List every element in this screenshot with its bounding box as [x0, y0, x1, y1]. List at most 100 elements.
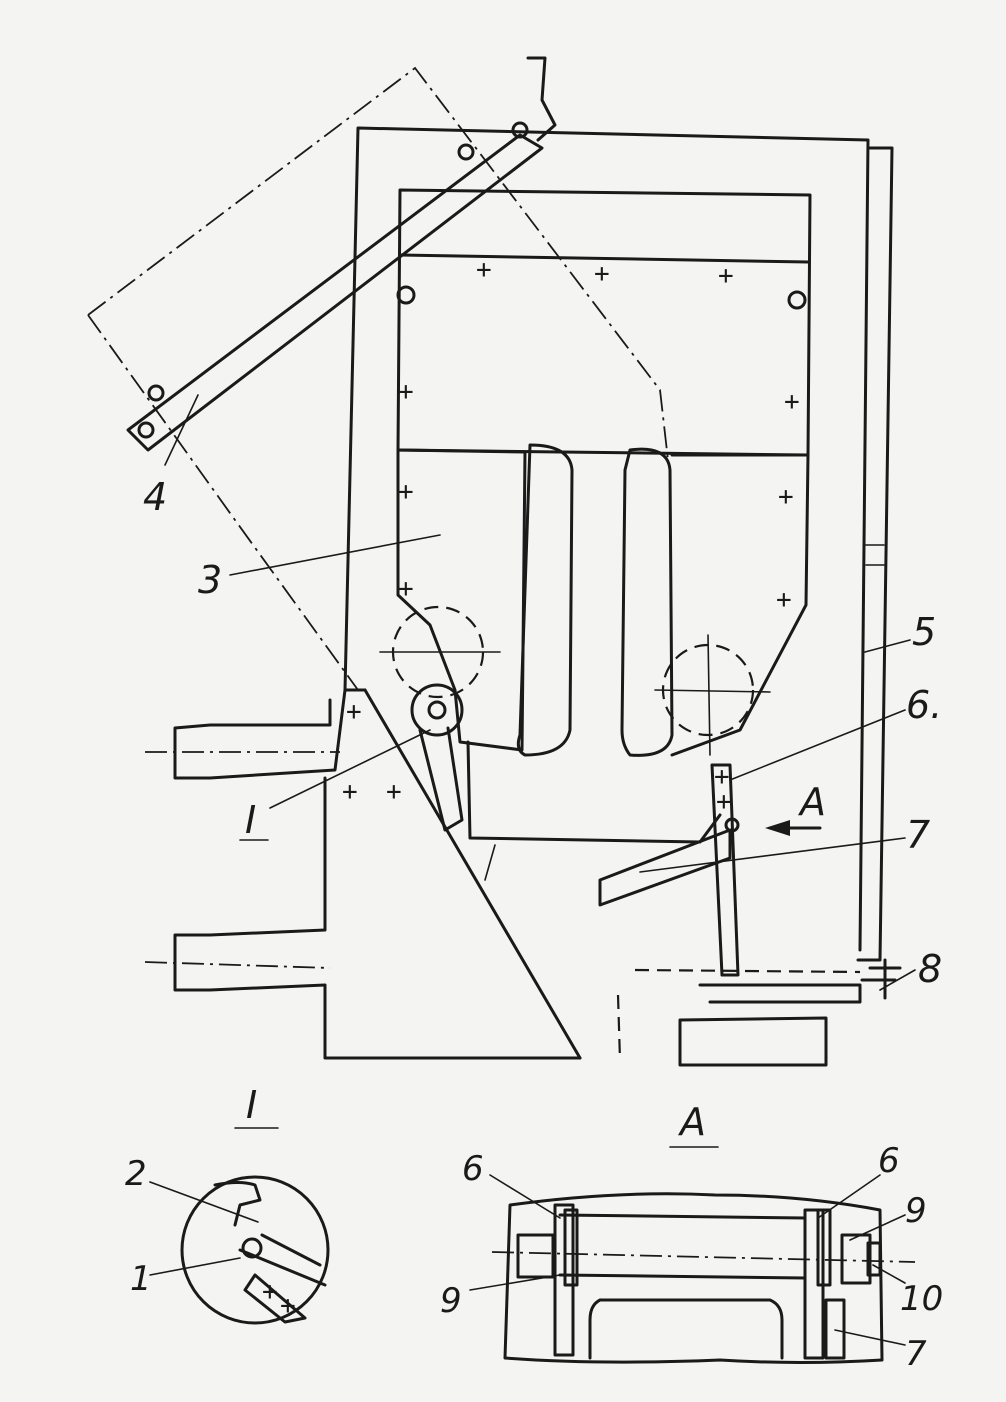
detail-A-plate-left: [553, 1203, 575, 1357]
bottom-tray: [466, 740, 722, 844]
detail-I-title: I: [246, 1083, 257, 1127]
label-I: I: [245, 798, 256, 842]
plus-mark: +: [594, 259, 610, 289]
fastener-left: [396, 285, 416, 305]
plus-mark: +: [476, 255, 492, 285]
leader-4: [164, 394, 199, 466]
plus-mark: +: [398, 477, 414, 507]
label-4: 4: [143, 475, 167, 519]
plus-mark: +: [398, 574, 414, 604]
label-7: 7: [906, 813, 930, 857]
lid-bolt-4: [511, 121, 529, 139]
detail-A-label-7: 7: [905, 1334, 927, 1374]
detail-I-body: [213, 1181, 327, 1287]
detail-A-window: [588, 1298, 784, 1360]
inner-frame-band: [398, 253, 810, 264]
bottom-dashed-rail: [616, 968, 861, 1061]
lid-4: [87, 66, 669, 691]
label-A: A: [797, 780, 826, 824]
hinge-pin-core: [427, 700, 447, 720]
lever-6-pin: [724, 817, 740, 833]
bolt-8: [860, 958, 902, 1000]
side-plate-5: [856, 146, 894, 962]
bow-right: [620, 447, 674, 757]
diagonal-wall: [363, 688, 582, 1060]
detail-I-pin: [241, 1237, 263, 1259]
roller-right-axis-v: [707, 634, 711, 756]
lid-bolt-2: [147, 384, 165, 402]
plus-mark: +: [784, 387, 800, 417]
detail-I-block: [243, 1273, 307, 1324]
bottom-rail: [698, 983, 862, 1004]
leader-A9b: [849, 1214, 906, 1241]
fastener-right: [787, 290, 807, 310]
leader-A6a: [489, 1174, 561, 1219]
leader-3: [229, 534, 441, 576]
detail-A-nut-left: [516, 1233, 555, 1279]
leader-A6b: [817, 1174, 881, 1219]
leader-A9a: [469, 1274, 561, 1291]
plus-mark: +: [398, 377, 414, 407]
lid-hook: [526, 56, 557, 142]
leader-2: [149, 1181, 259, 1223]
lower-body-left: [396, 448, 527, 752]
bow-left: [516, 443, 574, 757]
flange-upper: [173, 688, 347, 780]
chute-7: [598, 828, 732, 907]
label-3: 3: [198, 558, 222, 602]
detail-A-axis: [491, 1251, 916, 1263]
detail-A-label-9a: 9: [440, 1281, 462, 1321]
leader-8: [879, 969, 916, 991]
leader-A10: [872, 1264, 906, 1284]
plus-mark: +: [386, 777, 402, 807]
detail-A-label-9b: 9: [905, 1191, 927, 1231]
detail-A-washer-right: [866, 1241, 882, 1277]
flange-lower: [173, 776, 582, 1060]
label-1: 1: [130, 1259, 152, 1299]
detail-A-shaft-bottom: [558, 1273, 807, 1280]
hinge-pin: [410, 683, 464, 737]
label-6: 6.: [906, 683, 942, 727]
plus-mark: +: [776, 585, 792, 615]
label-5: 5: [912, 610, 936, 654]
detail-A-label-10: 10: [900, 1279, 943, 1319]
detail-A-title: A: [677, 1100, 706, 1144]
detail-A-label-6b: 6: [878, 1141, 900, 1181]
plus-mark: +: [714, 762, 730, 792]
diagonal-support: [484, 844, 496, 881]
leader-I: [269, 729, 431, 809]
plus-mark: +: [718, 261, 734, 291]
lower-body-right: [670, 453, 810, 757]
detail-A-lever-7: [824, 1298, 846, 1360]
plus-mark: +: [346, 697, 362, 727]
lid-bolt-3: [457, 143, 475, 161]
shaft-axis-lower: [144, 961, 331, 969]
roller-right-axis-h: [654, 689, 771, 693]
detail-A-plate-right-2: [816, 1208, 832, 1287]
plus-mark: +: [778, 482, 794, 512]
lid-bolt-1: [137, 421, 155, 439]
lid-arm: [126, 133, 544, 452]
detail-A-shaft-top: [558, 1213, 807, 1220]
base-block: [678, 1016, 828, 1067]
inner-frame: [396, 188, 812, 457]
leader-5: [864, 639, 911, 653]
leader-6: [729, 709, 906, 781]
label-2: 2: [125, 1154, 147, 1194]
label-8: 8: [918, 947, 942, 991]
lever-6: [710, 763, 740, 977]
detail-A-housing: [503, 1192, 884, 1364]
plus-mark: +: [342, 777, 358, 807]
plus-mark: +: [280, 1291, 296, 1321]
hinge-lever: [418, 726, 464, 832]
detail-A-plate-left-2: [563, 1208, 579, 1287]
leader-1: [149, 1257, 241, 1276]
detail-I-circle: [180, 1175, 330, 1325]
plus-mark: +: [262, 1277, 278, 1307]
arrow-A-head: [765, 820, 790, 836]
detail-A-nut-right: [840, 1233, 872, 1285]
leader-7: [639, 837, 906, 873]
leader-A7: [834, 1329, 906, 1346]
detail-A-label-6a: 6: [462, 1149, 484, 1189]
